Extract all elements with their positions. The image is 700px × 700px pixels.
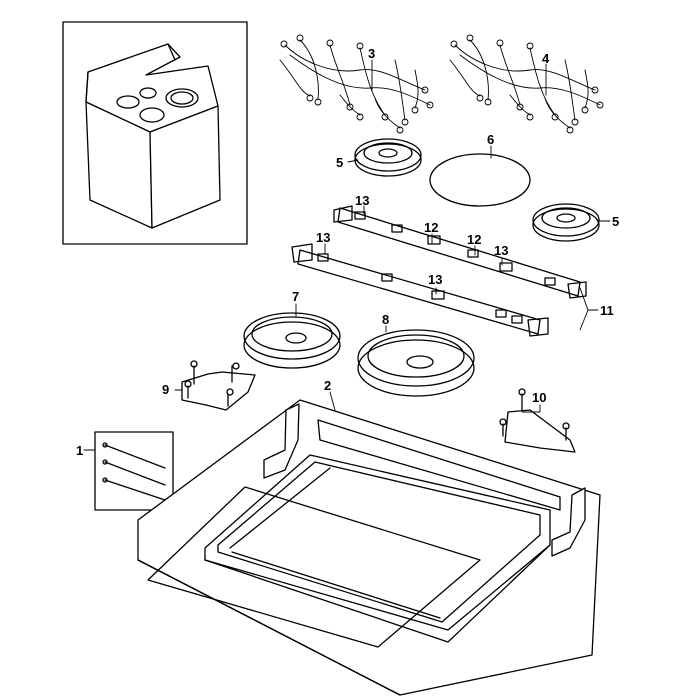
callout-4: 4	[542, 51, 550, 66]
callout-3: 3	[368, 46, 375, 61]
wire-harness-3	[279, 34, 434, 134]
support-bracket-upper	[333, 205, 587, 299]
callout-labels: 1 2 3 4 5 5 6 7 8 9 10 11 12 12 13 13 13…	[76, 46, 619, 458]
callout-13-right: 13	[494, 243, 508, 258]
callout-7: 7	[292, 289, 299, 304]
callout-6: 6	[487, 132, 494, 147]
range-overview-inset	[62, 21, 248, 245]
callout-10: 10	[532, 390, 546, 405]
callout-11: 11	[600, 303, 614, 318]
callout-5-right: 5	[612, 214, 619, 229]
burner-bowl-8	[357, 329, 475, 397]
callout-5-left: 5	[336, 155, 343, 170]
callout-13-middle: 13	[428, 272, 442, 287]
small-burner-5-left	[354, 138, 422, 177]
rods-kit-1	[94, 431, 174, 511]
side-bracket-9	[181, 360, 256, 411]
callout-12-left: 12	[424, 220, 438, 235]
cooktop-2	[137, 399, 601, 696]
callout-13-top: 13	[355, 193, 369, 208]
small-burner-5-right	[532, 203, 600, 242]
callout-9: 9	[162, 382, 169, 397]
callout-1: 1	[76, 443, 83, 458]
support-bracket-lower	[291, 243, 549, 337]
leader-lines	[83, 59, 611, 451]
callout-8: 8	[382, 312, 389, 327]
side-bracket-10	[499, 388, 576, 453]
callout-2: 2	[324, 378, 331, 393]
burner-bowl-7	[243, 312, 341, 369]
flat-plate-6	[429, 153, 531, 207]
callout-13-left: 13	[316, 230, 330, 245]
callout-12-right: 12	[467, 232, 481, 247]
wire-harness-4	[449, 34, 604, 134]
